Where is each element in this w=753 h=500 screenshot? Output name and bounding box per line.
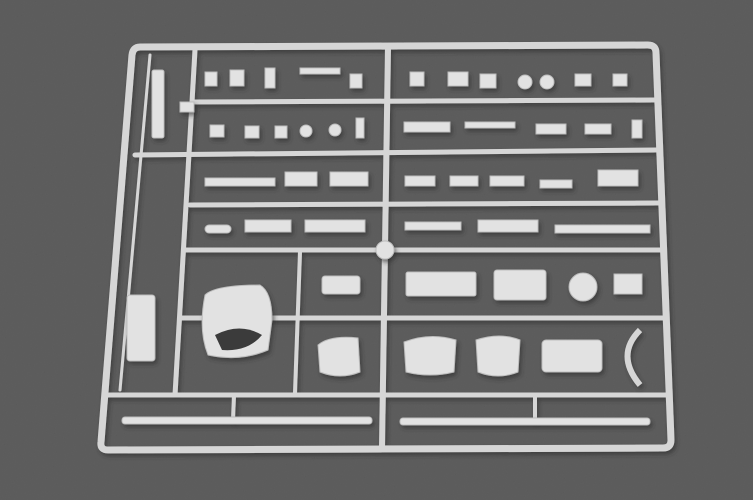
side-box-part	[126, 294, 156, 362]
parts	[121, 67, 651, 426]
row2-parts	[209, 117, 643, 139]
turret-opening	[215, 328, 262, 351]
row5-parts	[321, 269, 643, 302]
divider-b	[231, 393, 236, 422]
runner-3	[187, 200, 661, 208]
vertical-rod	[151, 69, 165, 139]
row6-parts	[317, 327, 643, 387]
row1-parts	[179, 67, 628, 113]
sprue-frame	[97, 41, 675, 454]
long-rod-right	[399, 417, 651, 426]
runner-2	[132, 147, 659, 158]
row4-parts	[204, 219, 651, 260]
runner-1	[192, 97, 657, 105]
divider-a	[293, 250, 302, 395]
long-rod-left	[121, 416, 373, 425]
outer-frame	[97, 41, 675, 454]
row3-parts	[204, 169, 639, 189]
left-thin-runner	[118, 53, 152, 392]
